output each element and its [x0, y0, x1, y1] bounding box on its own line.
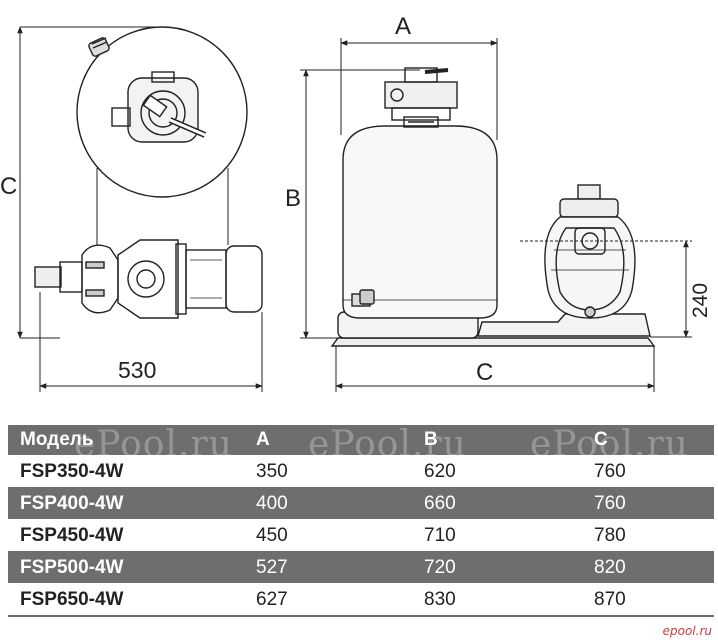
valve-top-icon [111, 71, 207, 143]
cell-model: FSP450-4W [8, 520, 256, 553]
cell-a: 527 [256, 552, 424, 585]
cell-b: 720 [424, 552, 594, 585]
table-row: FSP450-4W 450 710 780 [8, 520, 714, 553]
dim-label-b: B [285, 185, 301, 212]
dim-530 [39, 292, 263, 392]
header-model: Модель [8, 425, 256, 457]
cell-model: FSP650-4W [8, 584, 256, 617]
cell-b: 620 [424, 456, 594, 489]
filter-tank [342, 125, 498, 319]
tank-outline-top [76, 26, 248, 198]
multiport-valve-icon [384, 67, 458, 128]
cell-b: 710 [424, 520, 594, 553]
dim-label-a: A [395, 13, 411, 40]
cell-a: 400 [256, 488, 424, 521]
dim-label-c-left: C [0, 173, 17, 200]
header-b: B [424, 425, 594, 457]
drain-plug-icon [351, 289, 375, 307]
dim-c-horizontal [335, 346, 655, 392]
cell-model: FSP350-4W [8, 456, 256, 489]
top-view [34, 26, 263, 319]
dim-label-240: 240 [689, 283, 712, 318]
cell-a: 350 [256, 456, 424, 489]
cell-a: 450 [256, 520, 424, 553]
cell-a: 627 [256, 584, 424, 617]
cell-c: 760 [594, 456, 714, 489]
cell-c: 760 [594, 488, 714, 521]
cell-b: 660 [424, 488, 594, 521]
table-row: FSP650-4W 627 830 870 [8, 584, 714, 617]
dim-b [300, 69, 420, 339]
brand-logo: epool.ru [662, 624, 712, 638]
pump-front-icon [544, 184, 636, 319]
header-c: C [594, 425, 714, 457]
dim-240 [520, 240, 692, 338]
dim-label-c-bottom: C [476, 359, 493, 386]
base-plate [330, 337, 656, 347]
cell-b: 830 [424, 584, 594, 617]
front-view [330, 67, 656, 347]
dim-a [340, 38, 498, 140]
spec-table: Модель A B C FSP350-4W 350 620 760 FSP40… [8, 425, 714, 617]
table-row: FSP500-4W 527 720 820 [8, 552, 714, 585]
dim-label-530: 530 [118, 357, 156, 383]
technical-drawing: C 530 [0, 13, 712, 392]
pump-top-icon [34, 239, 263, 319]
table-header-row: Модель A B C [8, 425, 714, 457]
cell-c: 820 [594, 552, 714, 585]
cell-c: 870 [594, 584, 714, 617]
cell-c: 780 [594, 520, 714, 553]
cell-model: FSP400-4W [8, 488, 256, 521]
cell-model: FSP500-4W [8, 552, 256, 585]
header-a: A [256, 425, 424, 457]
table-row: FSP400-4W 400 660 760 [8, 488, 714, 521]
gauge-icon [88, 37, 110, 57]
table-row: FSP350-4W 350 620 760 [8, 456, 714, 489]
